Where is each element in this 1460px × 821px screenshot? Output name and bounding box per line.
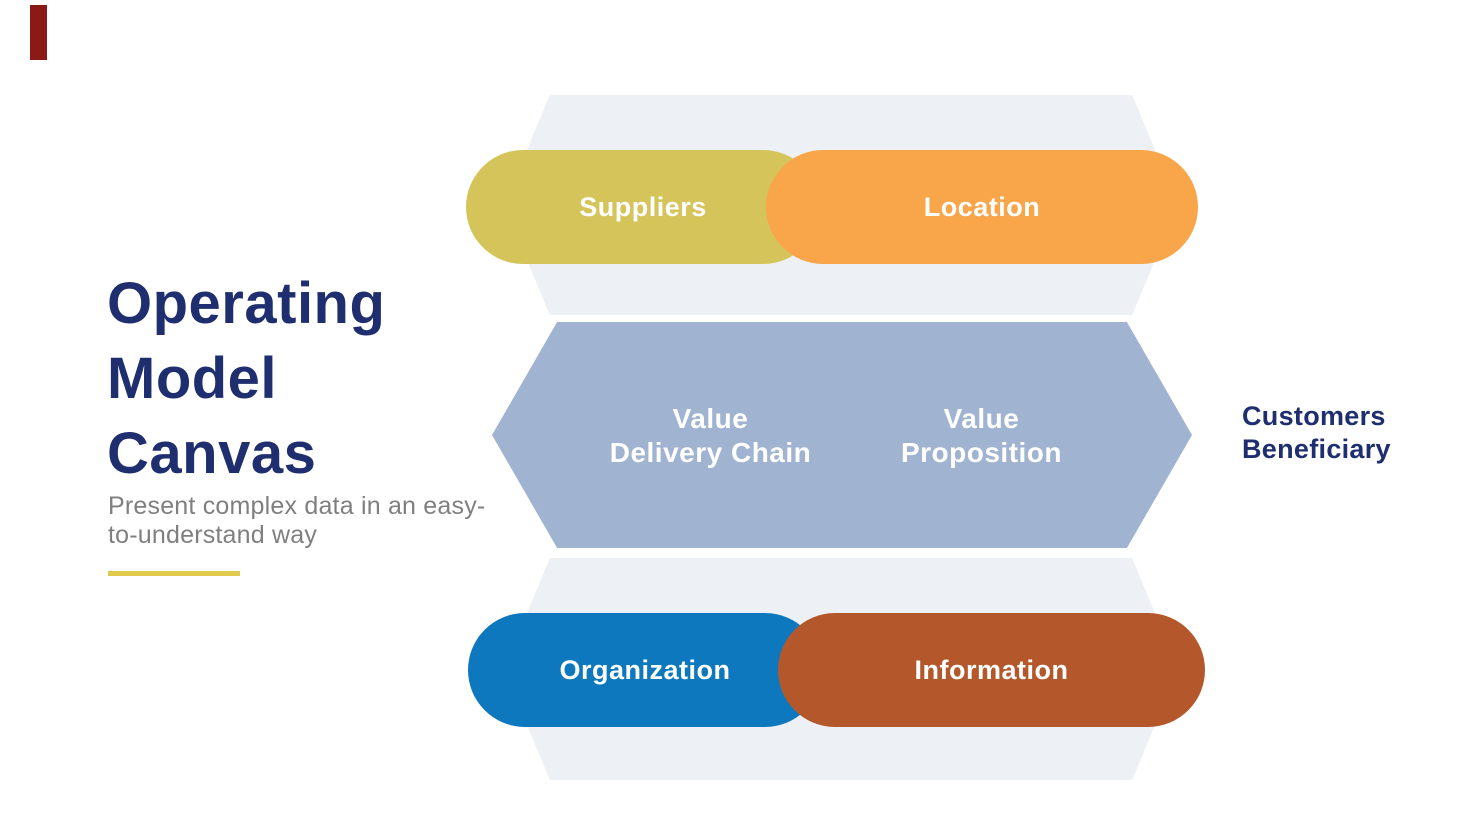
location-pill: Location [766, 150, 1198, 264]
information-pill-label: Information [914, 654, 1069, 685]
customers-beneficiary-label: Customers Beneficiary [1242, 400, 1391, 466]
customers-beneficiary-line-1: Customers [1242, 401, 1386, 431]
page-title: Operating Model Canvas [107, 266, 385, 491]
value-proposition-line-1: Value [943, 403, 1020, 434]
customers-beneficiary-line-2: Beneficiary [1242, 434, 1391, 464]
title-line-2: Model [107, 346, 278, 411]
value-proposition-label: Value Proposition [864, 402, 1099, 470]
value-delivery-chain-line-1: Value [672, 403, 749, 434]
suppliers-pill-label: Suppliers [579, 191, 707, 222]
title-line-1: Operating [107, 271, 386, 336]
page-subtitle: Present complex data in an easy- to-unde… [108, 492, 485, 550]
organization-pill-label: Organization [559, 654, 731, 685]
information-pill: Information [778, 613, 1205, 727]
suppliers-pill: Suppliers [466, 150, 820, 264]
value-delivery-chain-line-2: Delivery Chain [609, 437, 812, 468]
subtitle-line-2: to-understand way [108, 521, 318, 549]
organization-pill: Organization [468, 613, 822, 727]
subtitle-line-1: Present complex data in an easy- [108, 492, 486, 520]
value-hexagon [492, 322, 1192, 548]
value-delivery-chain-label: Value Delivery Chain [593, 402, 828, 470]
title-underline [108, 571, 240, 576]
accent-bar [30, 5, 47, 60]
value-proposition-line-2: Proposition [900, 437, 1063, 468]
location-pill-label: Location [923, 191, 1041, 222]
title-line-3: Canvas [107, 421, 317, 486]
